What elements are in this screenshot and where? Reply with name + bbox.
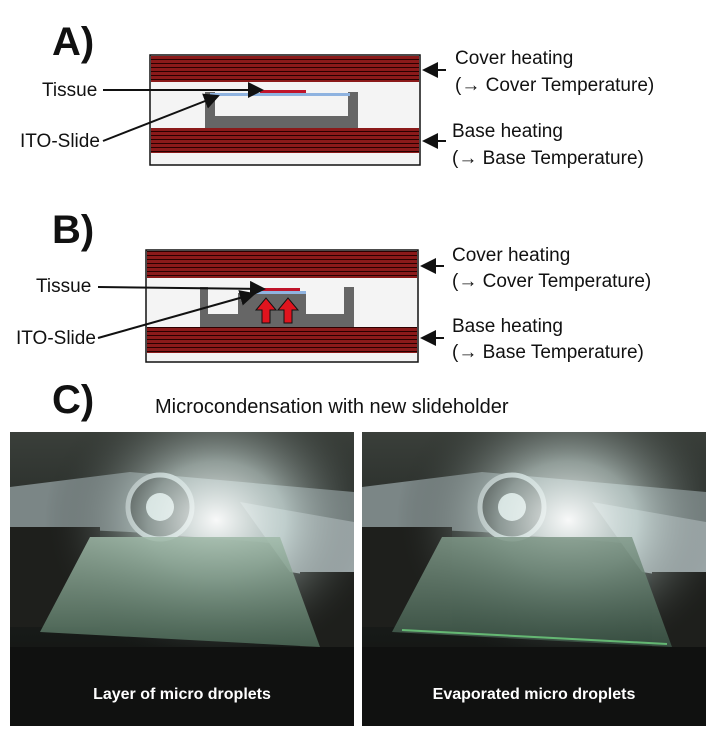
ito-slide-label-b: ITO-Slide <box>16 328 96 349</box>
heat-arrow-1-b <box>254 297 278 324</box>
ito-slide-a <box>210 93 350 96</box>
base-temperature-label-a: (→ Base Temperature) <box>452 148 644 169</box>
cover-heater-b <box>147 251 417 278</box>
photo-left-image <box>10 432 354 726</box>
photo-left: Layer of micro droplets <box>10 432 354 726</box>
cover-heating-label-a: Cover heating <box>455 48 574 69</box>
panel-b-diagram <box>97 249 444 363</box>
base-heating-label-b: Base heating <box>452 316 563 337</box>
ito-slide-label-a: ITO-Slide <box>20 131 100 152</box>
tissue-label-a: Tissue <box>42 80 98 101</box>
slide-holder-a <box>205 92 358 128</box>
heat-arrow-2-b <box>276 297 300 324</box>
ito-slide-b <box>250 291 306 294</box>
panel-a-letter: A) <box>52 20 95 64</box>
tissue-a <box>260 90 306 93</box>
base-heater-b <box>147 327 417 353</box>
photo-left-caption: Layer of micro droplets <box>93 686 271 703</box>
tissue-leader-b <box>97 280 266 297</box>
panel-c-letter: C) <box>52 378 95 422</box>
base-temperature-label-b: (→ Base Temperature) <box>452 342 644 363</box>
photo-right-caption: Evaporated micro droplets <box>432 686 636 703</box>
panel-c-title: Microcondensation with new slideholder <box>155 396 509 418</box>
tissue-b <box>262 288 300 291</box>
base-heater-a <box>151 128 419 153</box>
panel-b-letter: B) <box>52 208 95 252</box>
photo-right: Evaporated micro droplets <box>362 432 706 726</box>
cover-temperature-label-b: (→ Cover Temperature) <box>452 271 652 292</box>
ito-leader-b <box>97 290 256 339</box>
cover-temperature-label-a: (→ Cover Temperature) <box>455 75 655 96</box>
photo-right-image <box>362 432 706 726</box>
tissue-label-b: Tissue <box>36 276 92 297</box>
panel-a-diagram <box>102 54 446 166</box>
base-heating-label-a: Base heating <box>452 121 563 142</box>
cover-heating-label-b: Cover heating <box>452 245 571 266</box>
cover-heater-a <box>151 56 419 82</box>
ito-leader-a <box>102 93 220 142</box>
